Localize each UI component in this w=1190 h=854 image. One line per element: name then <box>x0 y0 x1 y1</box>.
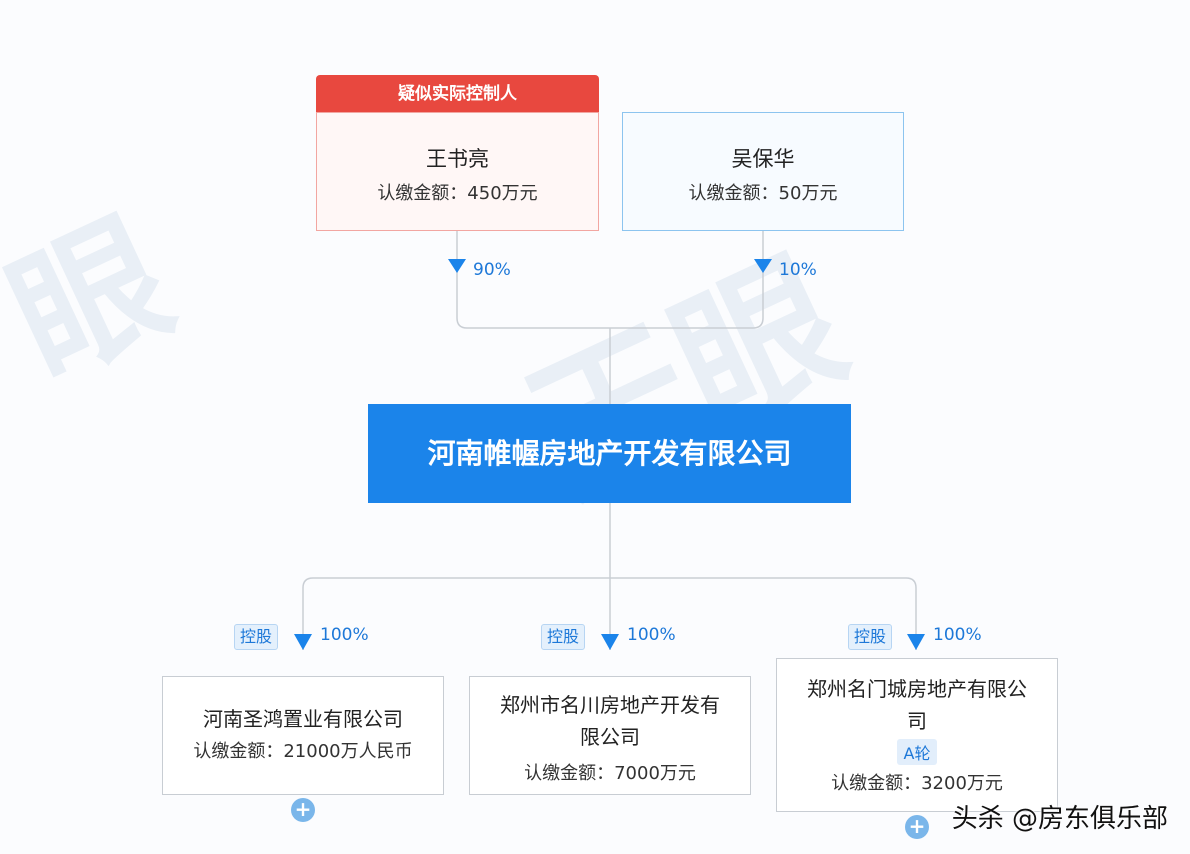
shareholder-name: 吴保华 <box>731 147 795 171</box>
subsidiary-name-line1: 郑州市名川房地产开发有 <box>500 693 720 717</box>
subsidiary-card-shenghong[interactable]: 河南圣鸿置业有限公司 认缴金额：21000万人民币 <box>162 676 444 795</box>
arrow-down-icon <box>601 634 619 650</box>
shareholder-card-wang[interactable]: 王书亮 认缴金额：450万元 <box>316 112 599 231</box>
shareholder-amount: 认缴金额：450万元 <box>377 183 538 204</box>
subsidiary-card-mingmencheng[interactable]: 郑州名门城房地产有限公 司 A轮 认缴金额：3200万元 <box>776 658 1058 812</box>
shareholder-amount: 认缴金额：50万元 <box>688 183 838 204</box>
arrow-down-icon <box>754 259 772 273</box>
subsidiary-amount: 认缴金额：21000万人民币 <box>193 741 413 762</box>
share-percent: 90% <box>473 260 511 280</box>
holding-badge: 控股 <box>848 624 893 650</box>
financing-round-badge: A轮 <box>896 739 938 765</box>
subsidiary-name-line2: 限公司 <box>580 725 640 749</box>
arrow-down-icon <box>907 634 925 650</box>
source-watermark: 头杀 @房东俱乐部 <box>951 804 1168 834</box>
subsidiary-name: 河南圣鸿置业有限公司 <box>203 707 403 731</box>
holding-badge: 控股 <box>541 624 586 650</box>
arrow-down-icon <box>294 634 312 650</box>
subsidiary-name-line1: 郑州名门城房地产有限公 <box>807 677 1027 701</box>
subsidiary-amount: 认缴金额：7000万元 <box>524 763 696 784</box>
main-company-card[interactable]: 河南帷幄房地产开发有限公司 <box>368 404 851 503</box>
holding-percent: 100% <box>933 625 982 645</box>
arrow-down-icon <box>448 259 466 273</box>
subsidiary-amount: 认缴金额：3200万元 <box>831 773 1003 794</box>
share-percent: 10% <box>779 260 817 280</box>
holding-badge: 控股 <box>234 624 279 650</box>
holding-percent: 100% <box>320 625 369 645</box>
expand-plus-icon[interactable]: + <box>291 798 315 822</box>
holding-percent: 100% <box>627 625 676 645</box>
shareholder-name: 王书亮 <box>426 147 489 171</box>
shareholder-card-wu[interactable]: 吴保华 认缴金额：50万元 <box>622 112 904 231</box>
subsidiary-card-mingchuan[interactable]: 郑州市名川房地产开发有 限公司 认缴金额：7000万元 <box>469 676 751 795</box>
expand-plus-icon[interactable]: + <box>905 815 929 839</box>
subsidiary-name-line2: 司 <box>907 709 927 733</box>
actual-controller-tag: 疑似实际控制人 <box>316 75 599 113</box>
